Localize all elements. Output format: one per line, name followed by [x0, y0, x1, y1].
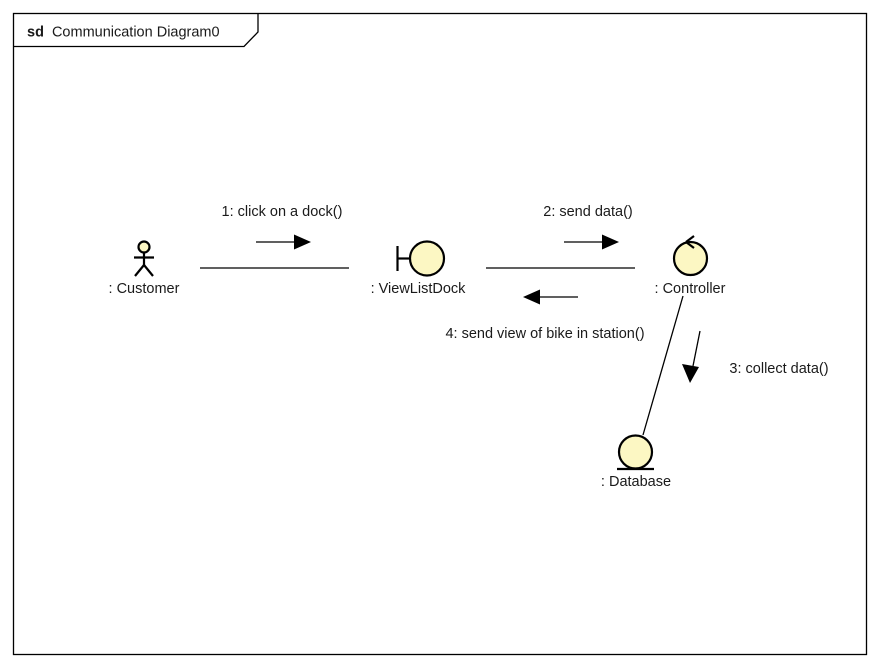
message-1-arrow [256, 234, 311, 250]
view-label: : ViewListDock [371, 281, 467, 297]
message-3-arrow [682, 330, 701, 383]
database-entity-icon[interactable] [617, 434, 654, 471]
message-2-arrow [564, 234, 619, 250]
message-4-label: 4: send view of bike in station() [445, 326, 644, 342]
view-boundary-icon[interactable] [396, 240, 446, 277]
message-4-arrow [523, 289, 578, 305]
frame-title: sd Communication Diagram0 [27, 25, 220, 41]
frame-keyword: sd [27, 25, 44, 41]
frame-title-tab [13, 13, 259, 48]
link-controller-database [642, 295, 684, 436]
controller-label: : Controller [655, 281, 726, 297]
frame-title-text: Communication Diagram0 [52, 25, 220, 41]
message-2-label: 2: send data() [543, 204, 632, 220]
message-3-label: 3: collect data() [729, 361, 828, 377]
message-1-label: 1: click on a dock() [222, 204, 343, 220]
controller-icon[interactable] [672, 235, 709, 277]
customer-label: : Customer [109, 281, 180, 297]
diagram-frame [12, 12, 868, 656]
customer-actor-icon[interactable] [134, 240, 154, 277]
database-label: : Database [601, 474, 671, 490]
